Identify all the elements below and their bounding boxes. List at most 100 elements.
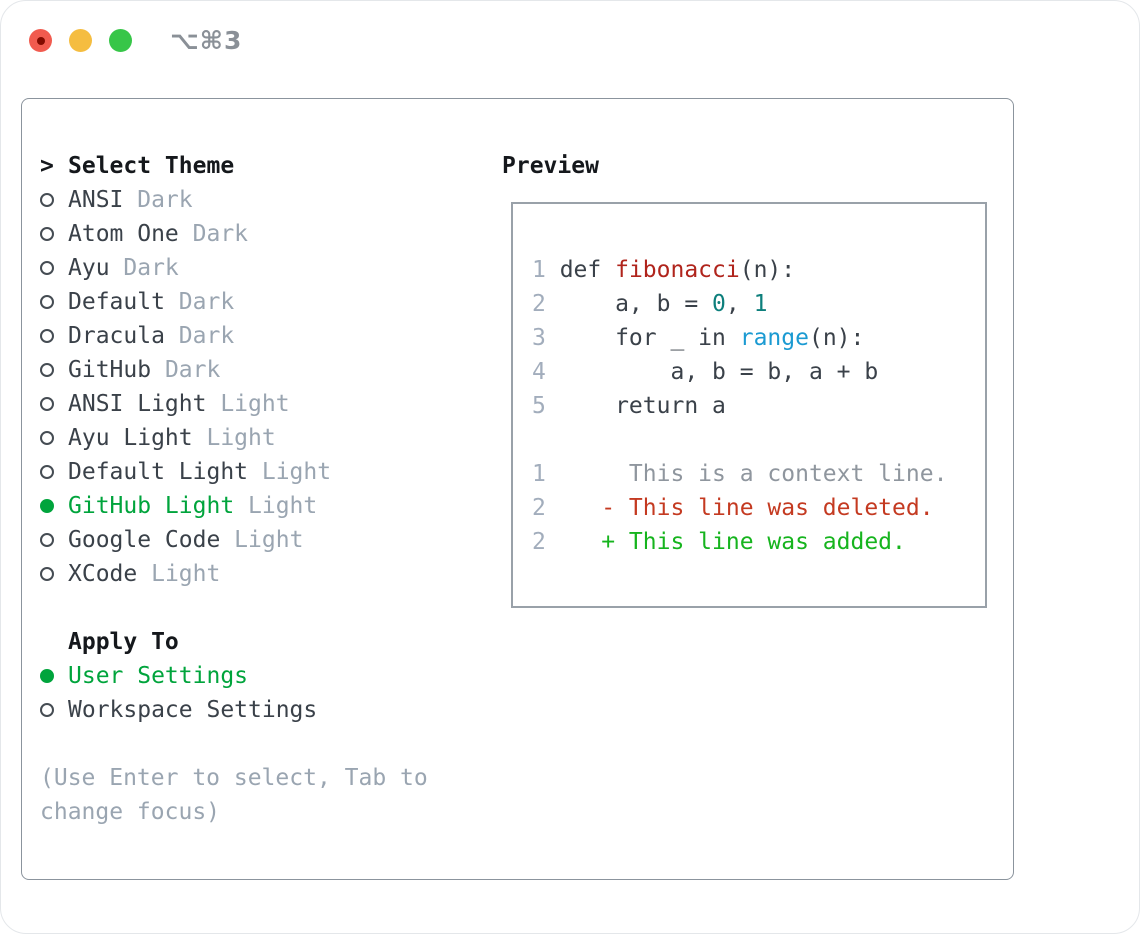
cursor-icon: > [40,153,54,179]
minimize-button[interactable] [69,29,92,52]
code-segment-default: (n): [808,325,865,351]
variant-label: Light [234,493,318,519]
spacer [40,591,476,625]
select-theme-title: Select Theme [68,153,235,179]
theme-option-label: XCode [68,561,138,587]
titlebar: ⌥⌘3 [29,26,242,55]
theme-option-label: Default [68,289,165,315]
theme-option-label: ANSI Light [68,391,207,417]
theme-option-ansi[interactable]: ANSI Dark [40,183,476,217]
code-segment-default [546,529,601,555]
code-segment-number: 1 [753,291,768,317]
theme-option-ayu-light[interactable]: Ayu Light Light [40,421,476,455]
code-line: 2 a, b = 0, 1 [532,287,985,321]
radio-icon [40,193,68,207]
variant-label: Dark [109,255,179,281]
line-number: 3 [532,325,546,351]
code-segment-number: 0 [712,291,726,317]
apply-to-header: Apply To [40,625,476,659]
code-segment-default: a, b = [545,291,713,317]
theme-option-dracula[interactable]: Dracula Dark [40,319,476,353]
theme-option-google-code[interactable]: Google Code Light [40,523,476,557]
code-line: 4 a, b = b, a + b [532,355,985,389]
line-number: 4 [532,359,546,385]
theme-option-label: GitHub Light [68,493,235,519]
code-line: 5 return a [532,389,985,423]
code-segment-default: (n): [739,257,796,283]
code-line: 2 + This line was added. [532,525,985,559]
code-segment-removed: - This line was deleted. [601,495,934,521]
code-segment-context: This is a context line. [545,461,948,487]
variant-label: Light [248,459,332,485]
radio-icon [40,329,68,343]
theme-option-ansi-light[interactable]: ANSI Light Light [40,387,476,421]
theme-option-github[interactable]: GitHub Dark [40,353,476,387]
close-dot-icon [36,36,45,45]
radio-icon [40,261,68,275]
theme-option-label: Ayu [68,255,110,281]
hint-text: (Use Enter to select, Tab to change focu… [40,765,428,825]
code-segment-builtin: range [739,325,809,351]
code-segment-function: fibonacci [615,257,740,283]
code-segment-default: def [545,257,616,283]
preview-header: Preview [502,149,599,183]
theme-option-label: Google Code [68,527,221,553]
line-number: 2 [532,291,546,317]
line-number: 1 [532,461,546,487]
spacer [532,423,985,457]
theme-option-label: Atom One [68,221,179,247]
theme-option-default[interactable]: Default Dark [40,285,476,319]
variant-label: Light [206,391,290,417]
variant-label: Light [137,561,221,587]
radio-icon [40,431,68,445]
zoom-button[interactable] [109,29,132,52]
variant-label: Dark [164,323,235,349]
theme-option-label: Default Light [68,459,249,485]
code-segment-default: , [725,291,754,317]
code-line: 1 This is a context line. [532,457,985,491]
select-theme-header: > Select Theme [40,149,476,183]
line-number: 5 [532,393,546,419]
radio-icon [40,227,68,241]
diff-sample: 1 This is a context line. 2 - This line w… [532,457,985,559]
spacer [40,727,476,761]
preview-title: Preview [502,153,599,179]
theme-option-ayu[interactable]: Ayu Dark [40,251,476,285]
radio-selected-icon [40,669,68,683]
variant-label: Dark [123,187,193,213]
apply-option-user-settings[interactable]: User Settings [40,659,476,693]
close-button[interactable] [29,29,52,52]
apply-option-workspace-settings[interactable]: Workspace Settings [40,693,476,727]
theme-option-default-light[interactable]: Default Light Light [40,455,476,489]
code-segment-added: + This line was added. [601,529,906,555]
theme-option-label: Ayu Light [68,425,193,451]
theme-option-xcode[interactable]: XCode Light [40,557,476,591]
theme-option-atom-one[interactable]: Atom One Dark [40,217,476,251]
variant-label: Light [192,425,276,451]
traffic-lights [29,29,132,52]
code-segment-default [546,495,601,521]
code-segment-default: for _ in [545,325,740,351]
window-title: ⌥⌘3 [170,26,243,55]
theme-option-github-light[interactable]: GitHub Light Light [40,489,476,523]
theme-option-label: Dracula [68,323,165,349]
apply-option-label: Workspace Settings [68,697,318,723]
apply-option-label: User Settings [68,663,249,689]
radio-icon [40,295,68,309]
radio-icon [40,397,68,411]
code-line: 3 for _ in range(n): [532,321,985,355]
variant-label: Dark [178,221,249,247]
line-number: 2 [532,529,546,555]
radio-icon [40,363,68,377]
radio-icon [40,465,68,479]
line-number: 2 [532,495,546,521]
variant-label: Dark [151,357,221,383]
line-number: 1 [532,257,546,283]
